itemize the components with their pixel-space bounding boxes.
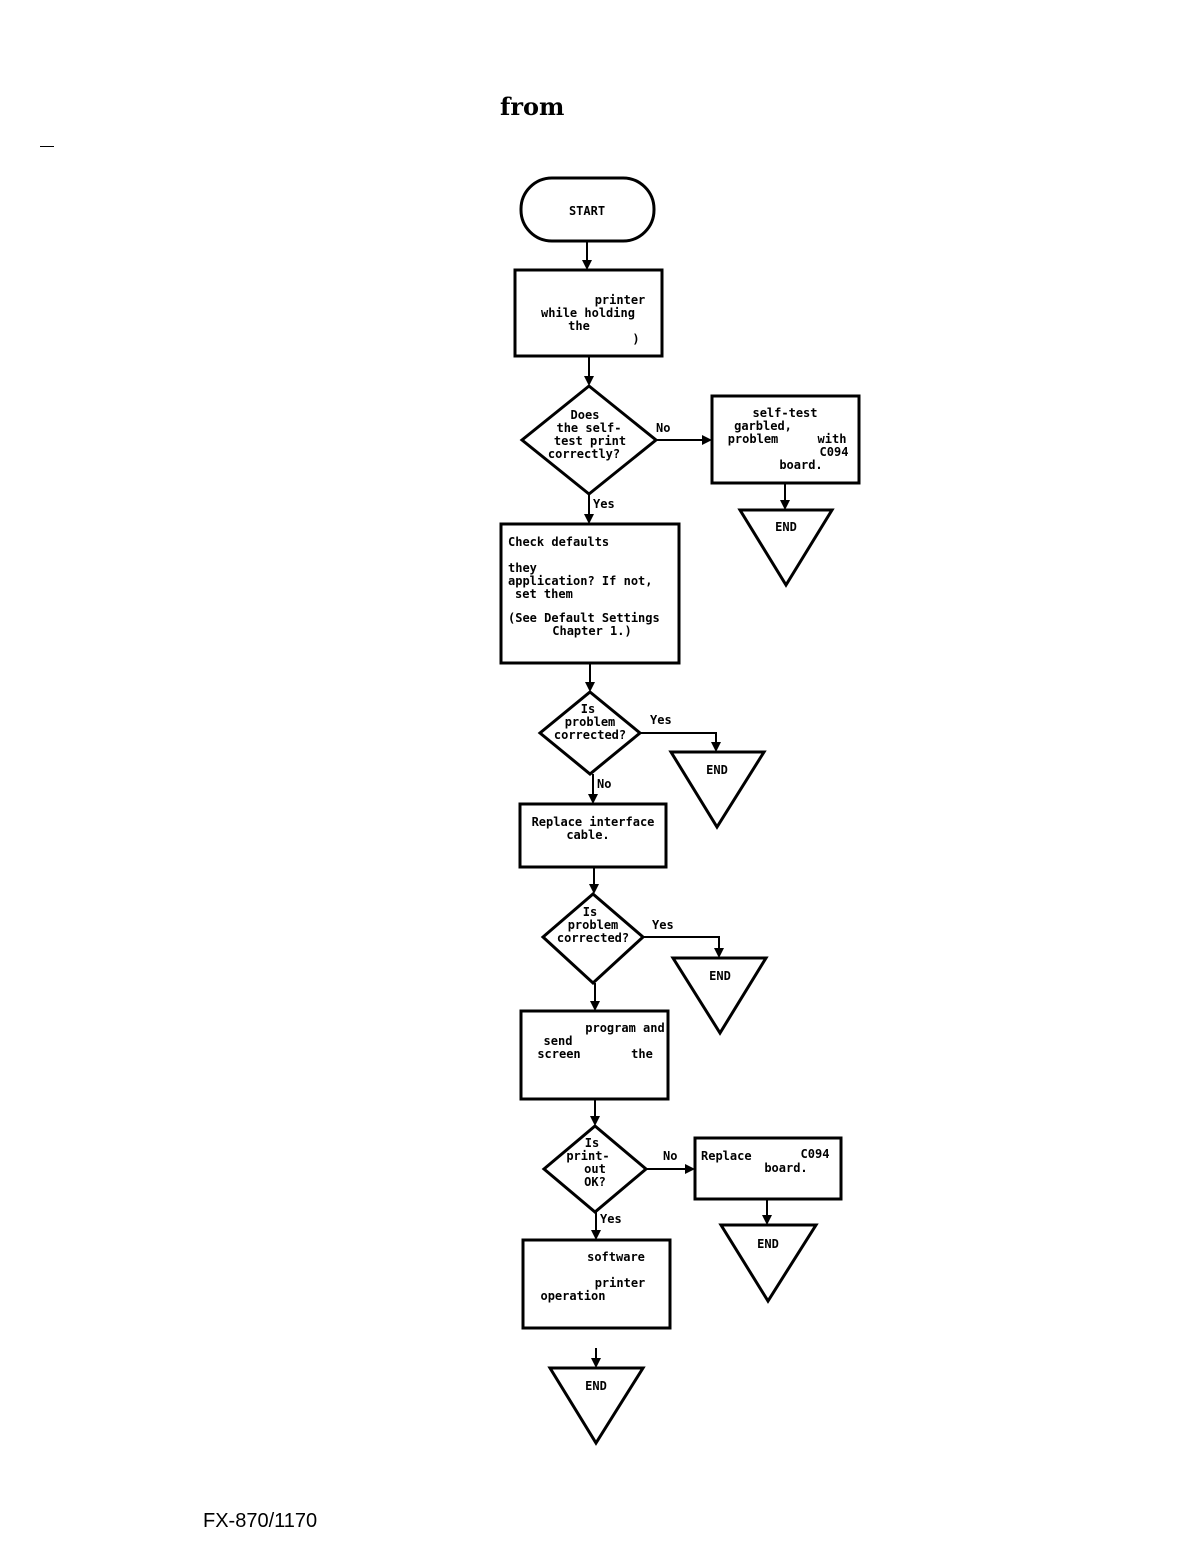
- step4-line3: screen: [537, 1047, 580, 1061]
- step2-line1: Check defaults: [508, 535, 609, 549]
- start-label: START: [569, 204, 605, 218]
- step1-line4: ): [632, 332, 639, 346]
- decision2-line1: Is: [581, 702, 595, 716]
- decision3-line3: corrected?: [557, 931, 629, 945]
- step2-line2: they: [508, 561, 537, 575]
- footer-model-label: FX-870/1170: [203, 1510, 318, 1532]
- step-software-box: software printer operation: [521, 1238, 672, 1330]
- decision3-line1: Is: [583, 905, 597, 919]
- step2-line3: application? If not,: [508, 574, 653, 588]
- step4-line2: send: [544, 1034, 573, 1048]
- branch4-line1: Replace: [701, 1149, 752, 1163]
- corner-dash: [40, 146, 54, 147]
- decision1-line1: Does: [571, 408, 600, 422]
- decision1-no-label: No: [656, 421, 670, 435]
- decision3-yes-label: Yes: [652, 918, 674, 932]
- step1-line1: printer: [595, 293, 646, 307]
- branch1-line3: problem: [728, 432, 779, 446]
- decision2-line2: problem: [565, 715, 616, 729]
- decision1-line3: test print: [554, 434, 626, 448]
- branch-garbled-box: self-test garbled, problem with C094 boa…: [710, 394, 861, 485]
- decision2-line3: corrected?: [554, 728, 626, 742]
- branch1-line1: self-test: [752, 406, 817, 420]
- end-terminal: END: [718, 1223, 819, 1304]
- decision-problem-corrected: Is problem corrected?: [537, 690, 643, 776]
- step1-line2: while holding: [541, 306, 635, 320]
- branch1-line5: C094: [820, 445, 849, 459]
- step1-line3: the: [568, 319, 590, 333]
- decision4-no-label: No: [663, 1149, 677, 1163]
- decision4-line1: Is: [585, 1136, 599, 1150]
- decision1-line4: correctly?: [548, 447, 620, 461]
- end-label: END: [706, 763, 728, 777]
- step-replace-cable-box: Replace interface cable.: [518, 802, 668, 869]
- step-check-defaults-box: Check defaults they application? If not,…: [499, 522, 681, 665]
- end-terminal: END: [668, 750, 767, 830]
- step3-line1: Replace interface: [532, 815, 655, 829]
- step4-line4: the: [631, 1047, 653, 1061]
- end-label: END: [709, 969, 731, 983]
- step2-line5: (See Default Settings: [508, 611, 660, 625]
- decision1-yes-label: Yes: [593, 497, 615, 511]
- decision2-yes-label: Yes: [650, 713, 672, 727]
- branch-replace-board-box: Replace C094 board.: [693, 1136, 843, 1201]
- end-terminal: END: [547, 1366, 646, 1446]
- step3-line2: cable.: [566, 828, 609, 842]
- decision4-yes-label: Yes: [600, 1212, 622, 1226]
- start-terminal: START: [519, 176, 656, 243]
- branch1-line6: board.: [779, 458, 822, 472]
- step4-line1: program and: [585, 1021, 664, 1035]
- decision-problem-corrected: Is problem corrected?: [540, 892, 646, 986]
- step2-line4: set them: [515, 587, 573, 601]
- step2-line6: Chapter 1.): [552, 624, 631, 638]
- decision-printout-ok: Is print- out OK?: [541, 1124, 649, 1214]
- end-label: END: [775, 520, 797, 534]
- branch1-line2: garbled,: [734, 419, 792, 433]
- step5-line2: printer: [595, 1276, 646, 1290]
- decision-self-test: Does the self- test print correctly?: [519, 384, 659, 496]
- decision4-line3: out: [584, 1162, 606, 1176]
- decision1-line2: the self-: [556, 421, 621, 435]
- end-terminal: END: [737, 508, 835, 588]
- step5-line3: operation: [540, 1289, 605, 1303]
- end-label: END: [757, 1237, 779, 1251]
- end-label: END: [585, 1379, 607, 1393]
- decision3-line2: problem: [568, 918, 619, 932]
- branch4-line2: C094: [801, 1147, 830, 1161]
- decision4-line2: print-: [566, 1149, 609, 1163]
- end-terminal: END: [670, 956, 769, 1036]
- branch1-line4: with: [818, 432, 847, 446]
- step-send-program-box: program and send screen the: [519, 1009, 670, 1101]
- connectors: [582, 242, 790, 1368]
- branch4-line3: board.: [764, 1161, 807, 1175]
- decision4-line4: OK?: [584, 1175, 606, 1189]
- step-power-on-box: printer while holding the ): [513, 268, 664, 358]
- step5-line1: software: [587, 1250, 645, 1264]
- decision2-no-label: No: [597, 777, 611, 791]
- page-title: from: [500, 92, 565, 121]
